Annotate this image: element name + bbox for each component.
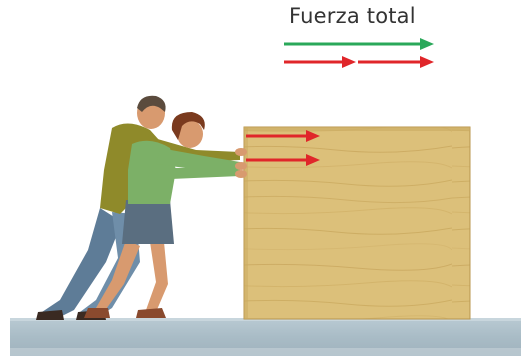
legend-arrows <box>284 38 434 68</box>
legend-label-fuerza-total: Fuerza total <box>289 4 416 28</box>
floor <box>10 318 521 356</box>
total-force-arrow <box>284 38 434 50</box>
wooden-box <box>243 126 471 320</box>
applied-force-arrow-2 <box>246 154 320 166</box>
applied-force-arrow-1 <box>246 130 320 142</box>
woman-pushing-figure <box>84 112 247 318</box>
component-force-arrow-2 <box>358 56 434 68</box>
component-force-arrow-1 <box>284 56 356 68</box>
